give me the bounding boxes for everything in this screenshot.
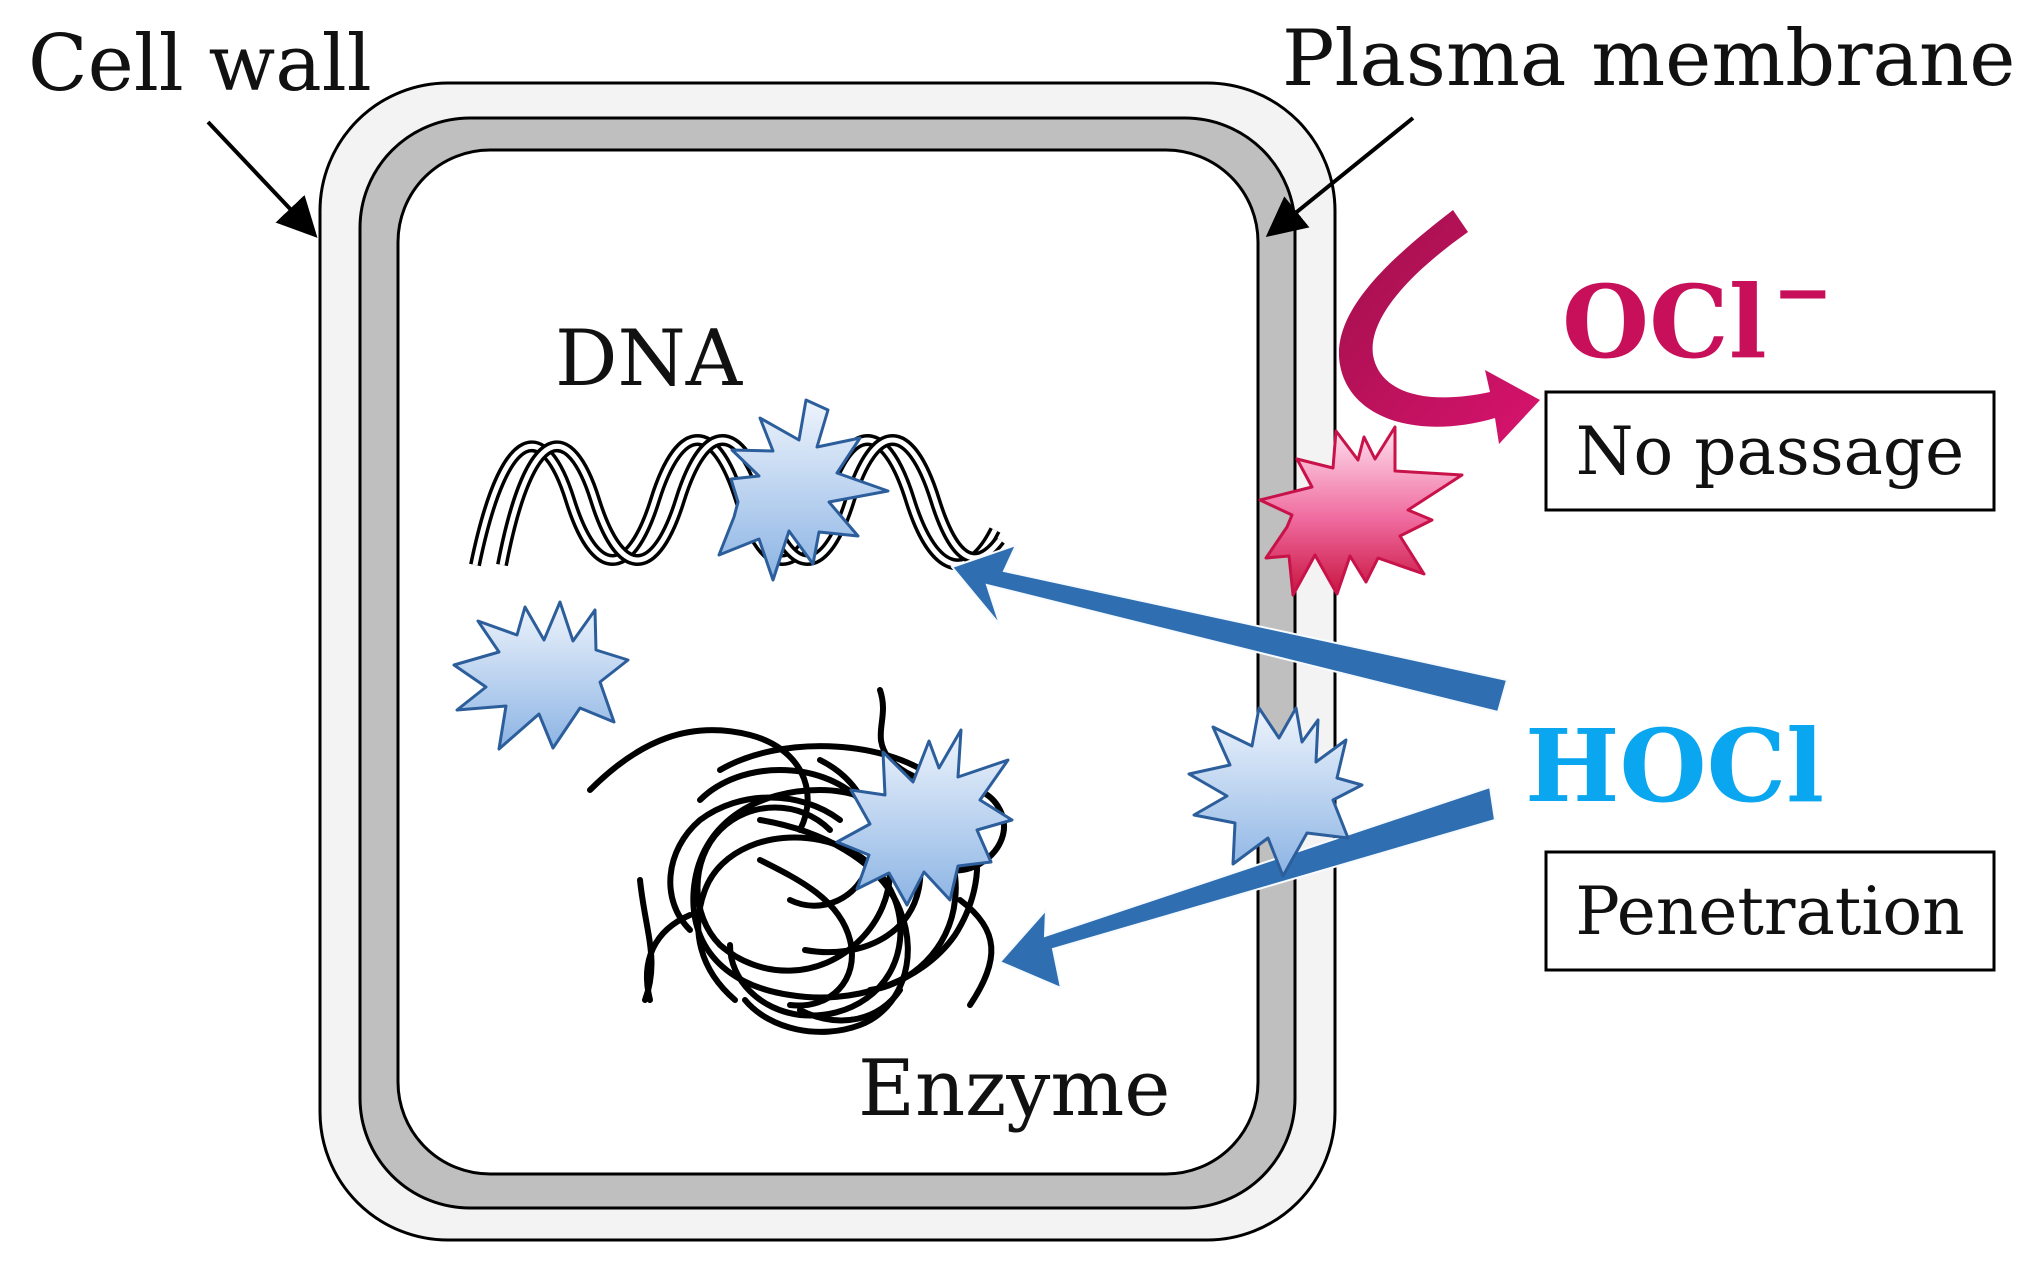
hocl-arrow-to-dna	[950, 543, 1509, 714]
hocl-arrow-to-enzyme	[998, 785, 1497, 990]
enzyme-label: Enzyme	[858, 1044, 1170, 1134]
cell-wall-pointer	[206, 120, 318, 238]
plasma-membrane-label: Plasma membrane	[1282, 14, 2015, 104]
hocl-burst-enzyme	[835, 728, 1014, 907]
hocl-burst-cytoplasm	[452, 600, 630, 751]
hocl-label: HOCl	[1525, 707, 1824, 825]
plasma-membrane-pointer	[1265, 116, 1415, 238]
ocl-formula: OCl	[1562, 263, 1767, 381]
penetration-label: Penetration	[1575, 873, 1964, 950]
no-passage-label: No passage	[1576, 413, 1964, 490]
ocl-label: OCl−	[1562, 249, 1833, 381]
hocl-burst-dna	[717, 398, 890, 582]
ocl-burst-membrane	[1258, 425, 1464, 597]
dna-label: DNA	[555, 314, 744, 404]
ocl-bounce-arrow	[1338, 210, 1540, 444]
hocl-burst-membrane	[1187, 706, 1364, 878]
ocl-charge: −	[1773, 249, 1833, 334]
no-passage-box	[1544, 390, 1996, 512]
penetration-box	[1544, 850, 1996, 972]
cell-wall-label: Cell wall	[28, 19, 372, 109]
